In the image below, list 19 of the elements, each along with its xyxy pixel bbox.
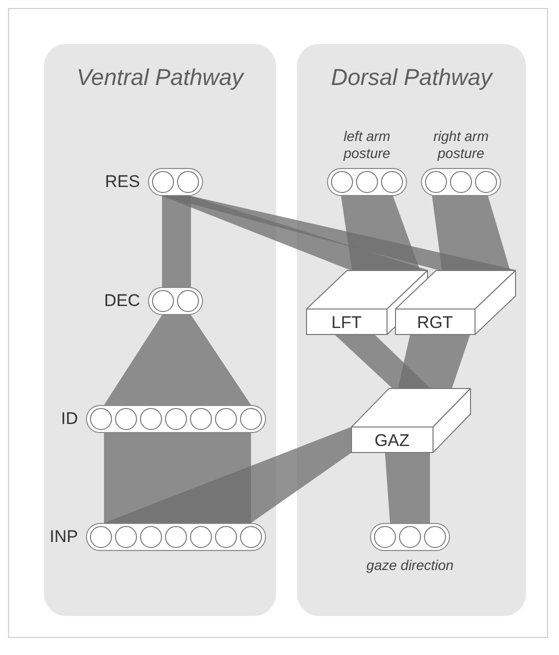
layer-label: LFT xyxy=(330,313,363,333)
layer-caption: right arm posture xyxy=(432,128,490,162)
projection-band xyxy=(341,196,420,270)
projection-band xyxy=(398,335,470,388)
layer-caption: left arm posture xyxy=(342,128,392,162)
projection-band xyxy=(385,453,430,523)
projection-band xyxy=(104,315,251,405)
panel-title: Dorsal Pathway xyxy=(330,64,494,91)
panel-title: Ventral Pathway xyxy=(76,64,246,91)
projection-band xyxy=(104,427,351,523)
layer-label: ID xyxy=(61,409,78,429)
projection-band xyxy=(162,196,191,287)
layer-label: DEC xyxy=(104,291,140,311)
layer-caption: gaze direction xyxy=(366,557,454,574)
layer-label: GAZ xyxy=(374,431,410,451)
projection-band xyxy=(432,196,510,270)
layer-label: INP xyxy=(50,527,78,547)
layer-label: RGT xyxy=(416,313,454,333)
layer-label: RES xyxy=(105,172,140,192)
